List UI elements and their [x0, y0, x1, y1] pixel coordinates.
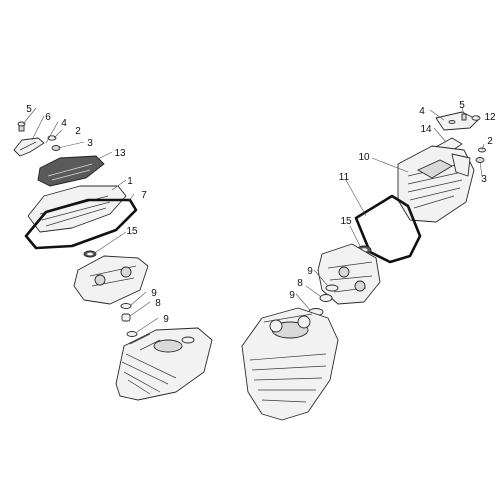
callout-left-gasket: 7 [141, 190, 147, 201]
right-tappet-ring [319, 294, 333, 302]
callout-right-valve-cover: 10 [358, 152, 370, 163]
right-spacer [475, 157, 485, 163]
right-bracket [435, 111, 479, 131]
left-cylinder-head [115, 327, 213, 401]
left-nut [51, 145, 61, 151]
left-cylinder-assembly [13, 121, 213, 401]
right-screw [461, 113, 467, 121]
left-valve-cover [27, 185, 127, 233]
callout-right-spacer: 3 [481, 174, 487, 185]
callout-right-gasket: 11 [339, 172, 350, 183]
left-tappet [121, 313, 131, 322]
left-cover-gasket [24, 198, 138, 250]
callout-left-valve-cover: 1 [127, 176, 133, 187]
callout-right-shim-lower: 9 [289, 290, 295, 301]
callout-right-screw: 5 [459, 100, 465, 111]
callout-left-emblem-cover: 13 [114, 148, 126, 159]
right-cover-gasket [354, 194, 422, 264]
left-emblem-cover [37, 155, 105, 187]
callout-labels: 5 6 4 2 3 13 1 7 15 9 8 9 4 5 12 14 2 3 … [26, 100, 496, 325]
callout-left-shim-lower: 9 [163, 314, 169, 325]
left-rocker-support [73, 255, 149, 305]
left-screw [17, 121, 26, 132]
callout-left-washer: 2 [75, 126, 81, 137]
callout-left-bracket: 6 [45, 112, 51, 123]
callout-right-shim-upper: 9 [307, 266, 313, 277]
left-bracket [13, 137, 45, 157]
callout-left-nut: 3 [87, 138, 93, 149]
callout-right-tappet-ring: 8 [297, 278, 303, 289]
callout-left-o-ring: 15 [126, 226, 138, 237]
left-washer [47, 135, 57, 141]
callout-left-screw: 5 [26, 104, 32, 115]
left-shim-upper [120, 303, 132, 309]
callout-right-washer: 12 [484, 112, 496, 123]
leader-lines [22, 107, 485, 333]
callout-right-bracket: 4 [419, 106, 425, 117]
callout-right-nut: 2 [487, 136, 493, 147]
right-cylinder-head [241, 307, 339, 421]
callout-left-shim-upper: 9 [151, 288, 157, 299]
left-shim-lower [126, 331, 138, 337]
callout-left-bracket-2: 4 [61, 118, 67, 129]
right-shim-upper [325, 284, 339, 292]
right-valve-cover [397, 145, 475, 223]
callout-left-tappet: 8 [155, 298, 161, 309]
callout-right-o-ring: 15 [340, 216, 352, 227]
callout-right-trim-strip: 14 [420, 124, 432, 135]
right-washer [471, 115, 481, 121]
